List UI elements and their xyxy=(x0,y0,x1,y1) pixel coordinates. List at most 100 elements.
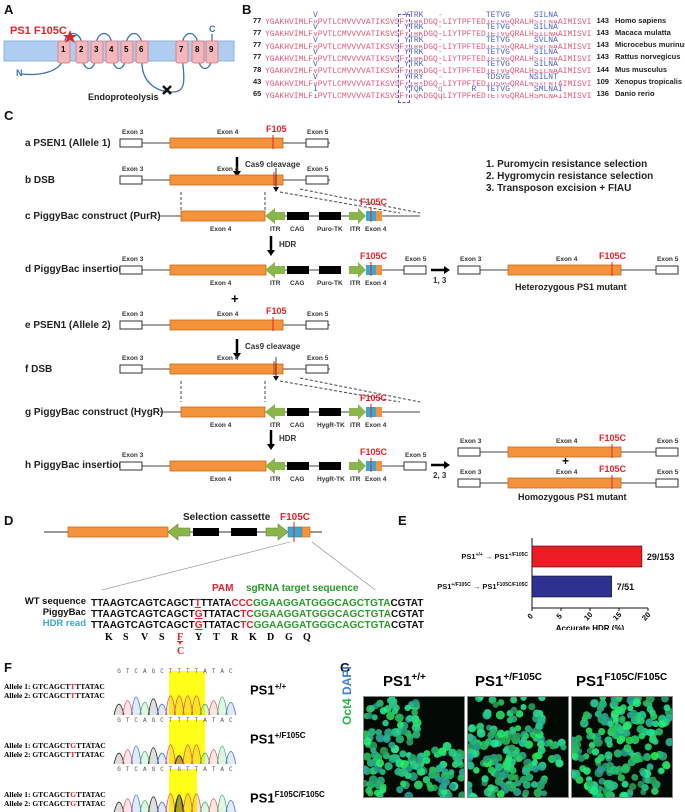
ps1-topology-diagram xyxy=(3,30,235,95)
end-pos: 143 xyxy=(596,27,609,37)
panel-f-label: F xyxy=(4,660,12,675)
exon4-label: Exon 4 xyxy=(210,476,232,483)
nucleus xyxy=(366,712,373,720)
seq-p1: C xyxy=(233,620,241,631)
sequence: YGAKHVIMLFVPVTLCMVVVVATIKSVSFYTRKDGQ-LIY… xyxy=(265,67,592,77)
peak-g xyxy=(174,755,184,765)
start-pos: 77 xyxy=(253,27,262,37)
endoproteolysis-label: Endoproteolysis xyxy=(88,92,159,102)
exon5-box xyxy=(655,265,679,275)
nucleus xyxy=(599,697,607,701)
itr-left-arrow-icon xyxy=(167,523,191,541)
residue-highlight: K xyxy=(418,47,424,57)
category-part: +/F105C xyxy=(451,582,471,588)
residue-highlight: L xyxy=(543,23,549,33)
exon5-box xyxy=(655,447,679,457)
exon5-label: Exon 5 xyxy=(405,256,427,263)
base-calls: GTCAGCTTTTATAC xyxy=(117,717,238,724)
peak xyxy=(139,800,150,812)
nucleus xyxy=(535,722,543,730)
nucleus xyxy=(394,713,404,723)
helix-7: 7 xyxy=(179,45,184,54)
peak xyxy=(130,794,142,812)
nucleus xyxy=(588,741,596,749)
allele-seq: TTATAC xyxy=(75,682,105,691)
residue-highlight: T xyxy=(495,11,501,20)
residue-highlight: L xyxy=(543,72,549,82)
category-part: PS1 xyxy=(437,582,451,591)
nucleus xyxy=(437,776,445,784)
nucleus xyxy=(520,704,527,711)
nucleus xyxy=(379,768,386,775)
selection-cassette-title: Selection cassette xyxy=(183,512,271,523)
seq-p2: TC xyxy=(240,620,254,631)
nucleus xyxy=(622,721,632,731)
exon4-tail xyxy=(376,211,382,221)
nucleus xyxy=(469,792,477,797)
nucleus xyxy=(476,728,486,738)
residue-highlight: S xyxy=(533,35,539,45)
nucleus xyxy=(575,775,584,784)
residue-highlight: S xyxy=(533,11,539,20)
itr-label: ITR xyxy=(350,226,361,233)
itr-left-arrow-icon xyxy=(265,262,285,278)
nucleus xyxy=(617,774,625,782)
cag-label: CAG xyxy=(290,280,305,287)
tk-block xyxy=(319,266,341,274)
nucleus xyxy=(522,780,531,789)
sequence-row: HDR read TTAAGTCAGTCAGCTGTTATACTCGGAAGGAT… xyxy=(20,618,424,631)
residue-highlight: L xyxy=(543,35,549,45)
pam-label: PAM xyxy=(212,583,234,594)
nucleus xyxy=(458,791,464,797)
row-label: HDR read xyxy=(42,618,86,629)
genotype-sup: +/F105C xyxy=(274,731,306,740)
seq-p1: C xyxy=(231,598,239,609)
selection-steps: 1. Puromycin resistance selection 2. Hyg… xyxy=(486,159,653,195)
nucleus xyxy=(522,789,530,797)
nucleus xyxy=(510,715,518,723)
nucleus xyxy=(513,732,521,740)
base-calls: GTCAGCTTTTATAC xyxy=(117,668,238,675)
residue-highlight: Y xyxy=(404,84,410,94)
end-pos: 109 xyxy=(596,77,609,86)
exon4-label: Exon 4 xyxy=(365,476,387,483)
start-pos: 77 xyxy=(253,40,262,50)
cag-block xyxy=(193,528,219,536)
peak xyxy=(113,801,125,812)
residue-highlight: S xyxy=(495,72,501,82)
helix-6: 6 xyxy=(139,45,144,54)
hdr-label: HDR xyxy=(279,240,297,249)
residue-highlight: K xyxy=(418,60,424,70)
peak xyxy=(148,747,159,765)
exon5-box xyxy=(305,138,329,148)
helix-5: 5 xyxy=(124,45,129,54)
nucleus xyxy=(539,777,548,785)
allele-seq: TTATAC xyxy=(75,750,105,759)
nucleus xyxy=(636,725,645,734)
exon4-label: Exon 4 xyxy=(365,226,387,233)
helix-4: 4 xyxy=(109,45,114,54)
nucleus xyxy=(529,731,536,738)
tk-block xyxy=(319,212,341,220)
row-f-label: f DSB xyxy=(25,364,53,375)
peak xyxy=(225,702,237,716)
nucleus xyxy=(406,738,414,746)
nucleus xyxy=(497,699,505,706)
nucleus xyxy=(632,774,639,781)
mutant-amino-acid: C xyxy=(177,646,185,657)
exon5-label: Exon 5 xyxy=(307,311,329,318)
dna-sequence: TTAAGTCAGTCAGCTGTTATACTCGGAAGGATGGGCAGCT… xyxy=(91,618,424,631)
nucleus xyxy=(399,750,407,758)
residue-highlight: T xyxy=(409,60,414,70)
residue-highlight: q xyxy=(437,84,443,94)
nucleus xyxy=(439,782,448,791)
exon5-box xyxy=(403,461,427,471)
nucleus xyxy=(658,767,665,774)
residue-highlight: Y xyxy=(404,47,410,57)
peak xyxy=(208,700,219,716)
exon4-label: Exon 4 xyxy=(217,166,239,173)
sequence-wrap: YGAKHVIMLFVPVTLCMVVVVATIKSVSFYTRKDGQ-LIY… xyxy=(265,11,591,29)
